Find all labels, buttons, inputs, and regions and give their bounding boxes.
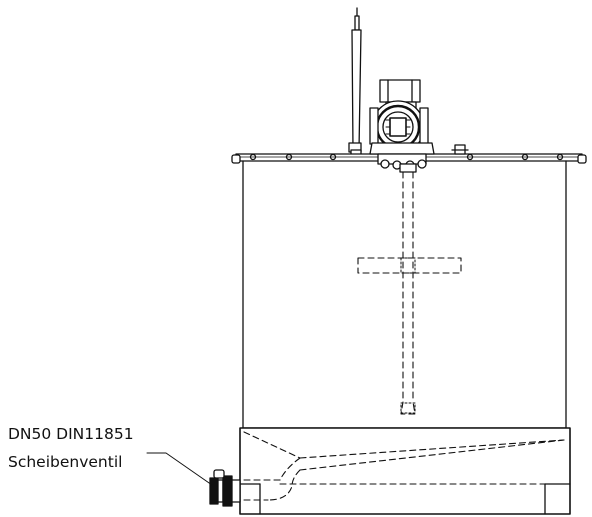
agitator-motor [369,79,435,173]
agitator-shaft-hidden [357,171,462,415]
valve-type-label: Scheibenventil [8,453,123,471]
bottom-hidden-lines [243,431,565,501]
tank-body [239,160,571,515]
impeller-hub-hidden [400,257,416,414]
annotation-leader [146,452,213,486]
level-rod [348,7,362,161]
valve-spec-label: DN50 DIN11851 [8,425,134,443]
outlet-valve [209,469,241,507]
